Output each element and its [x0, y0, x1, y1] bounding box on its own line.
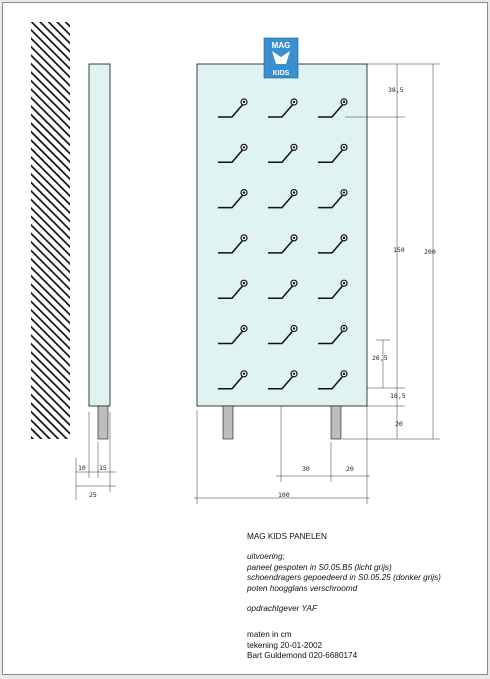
dim-top-offset: 38,5 [388, 86, 404, 94]
notes-line-1: paneel gespoten in S0.05.B5 (licht grijs… [247, 562, 392, 572]
dim-side-total: 25 [89, 491, 97, 499]
dim-side-right: 15 [99, 464, 107, 472]
horizontal-dimensions [194, 406, 370, 504]
front-view [196, 63, 368, 440]
notes-line-2: schoendragers gepoedeerd in S0.05.25 (do… [247, 573, 441, 583]
shoe-hanger [218, 370, 248, 390]
front-leg-right [330, 405, 342, 440]
side-leg [97, 405, 109, 440]
shoe-hanger [268, 189, 298, 209]
dim-overall-height: 200 [424, 248, 436, 256]
front-panel [196, 63, 368, 407]
notes-units: maten in cm [247, 630, 292, 640]
dim-leg-height: 20 [395, 420, 403, 428]
shoe-hanger [318, 143, 348, 164]
shoe-hanger [268, 234, 298, 254]
shoe-hanger-grid [218, 98, 348, 390]
logo-text-kids: KIDS [273, 70, 290, 77]
notes-date: tekening 20-01-2002 [247, 640, 323, 650]
shoe-hanger [268, 279, 298, 299]
dim-leg-spacing: 30 [302, 465, 310, 473]
mag-kids-logo: MAG KIDS [263, 37, 299, 79]
shoe-hanger [218, 143, 248, 164]
dim-row-pitch: 26,5 [372, 354, 388, 362]
shoe-hanger [318, 98, 348, 118]
notes-uitvoering: uitvoering; [247, 552, 285, 562]
shoe-hanger [318, 324, 348, 345]
notes-title: MAG KIDS PANELEN [247, 532, 327, 541]
shoe-hanger [218, 324, 248, 345]
side-panel [88, 63, 111, 407]
shoe-hanger [318, 234, 348, 254]
shoe-hanger [268, 370, 298, 390]
notes-client: opdrachtgever YAF [247, 604, 317, 614]
dim-bottom-offset: 18,5 [390, 392, 406, 400]
notes-line-3: poten hoogglans verschroomd [247, 583, 358, 593]
logo-text-mag: MAG [272, 41, 291, 50]
wall-hatch [31, 22, 70, 439]
shoe-hanger [318, 279, 348, 299]
shoe-hanger [268, 143, 298, 164]
shoe-hanger [218, 98, 248, 118]
dim-side-left: 10 [78, 464, 86, 472]
dim-leg-right: 20 [346, 465, 354, 473]
shoe-hanger [318, 189, 348, 209]
shoe-hanger [268, 324, 298, 345]
shoe-hanger [268, 98, 298, 118]
shoe-hanger [318, 370, 348, 390]
shoe-hanger [218, 234, 248, 254]
vertical-dimensions [342, 63, 440, 440]
shoe-hanger [218, 189, 248, 209]
dim-panel-width: 100 [278, 491, 290, 499]
shoe-hanger [218, 279, 248, 299]
side-view: 10 15 25 [75, 63, 116, 500]
notes-author: Bart Guldemond 020-6680174 [247, 651, 358, 661]
dim-middle-span: 150 [393, 246, 405, 254]
front-leg-left [222, 405, 234, 440]
drawing-notes: MAG KIDS PANELEN uitvoering; paneel gesp… [247, 532, 482, 662]
